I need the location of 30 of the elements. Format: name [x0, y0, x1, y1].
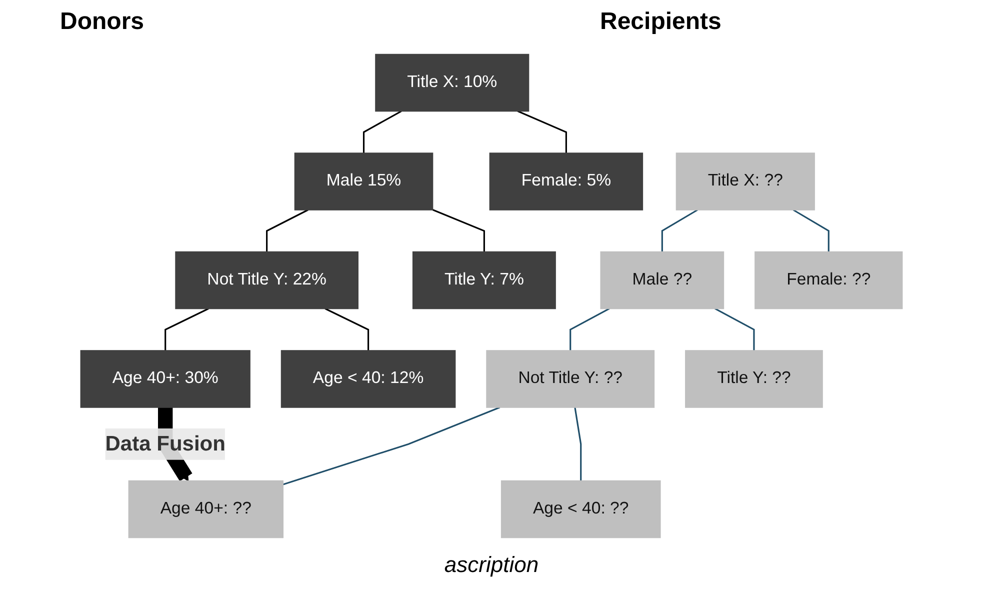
node-box: Female: ??	[754, 251, 903, 310]
connector	[517, 110, 567, 154]
connector	[574, 407, 582, 481]
node-box: Age < 40: 12%	[280, 350, 456, 408]
connector	[661, 209, 698, 252]
connector	[324, 308, 370, 351]
connector	[570, 308, 610, 351]
connector	[282, 406, 500, 486]
node-box: Title Y: ??	[685, 350, 823, 408]
node-box: Age < 40: ??	[500, 480, 661, 538]
node-box: Title X: ??	[676, 152, 815, 210]
tree-heading: Recipients	[600, 8, 722, 36]
node-box: Female: 5%	[489, 152, 644, 210]
connector	[164, 308, 209, 351]
node-box: Male ??	[600, 251, 724, 310]
connector	[266, 209, 308, 252]
node-box: Not Title Y: ??	[486, 350, 655, 408]
node-box: Not Title Y: 22%	[175, 251, 358, 310]
edge-label: Data Fusion	[105, 432, 226, 456]
connector	[362, 110, 402, 154]
node-box: Title Y: 7%	[412, 251, 556, 310]
node-box: Age 40+: 30%	[80, 350, 250, 408]
connector	[714, 308, 755, 351]
node-box: Age 40+: ??	[128, 480, 284, 538]
tree-heading: Donors	[60, 8, 144, 36]
connector	[432, 209, 485, 252]
node-box: Male 15%	[294, 152, 434, 210]
connector	[792, 209, 830, 252]
node-box: Title X: 10%	[375, 54, 530, 112]
edge-caption: ascription	[444, 552, 539, 578]
